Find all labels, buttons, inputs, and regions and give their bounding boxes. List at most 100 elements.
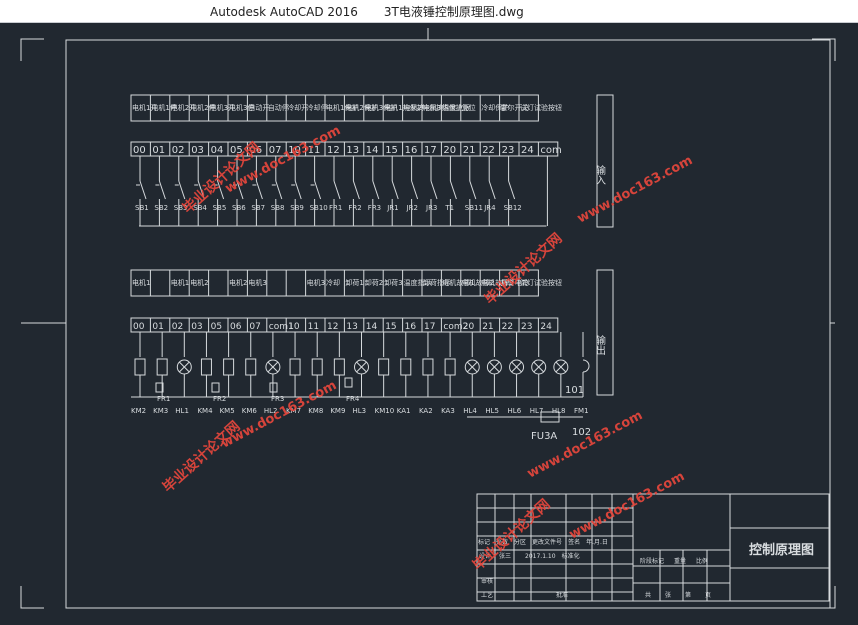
output-terminal: 11 — [308, 322, 319, 332]
input-side-label: 输入 — [594, 164, 606, 185]
output-header-cell: 电机2 — [229, 278, 247, 287]
input-contact — [391, 180, 399, 200]
coil-symbol — [422, 358, 434, 376]
input-side-box — [596, 94, 614, 228]
wire-102-label: 102 — [572, 427, 591, 438]
watermark-cn-4: 毕业设计论文网 — [469, 496, 553, 574]
output-header-cell: 电机1 — [132, 278, 150, 287]
output-device-label: KM6 — [242, 407, 258, 415]
coil-symbol — [400, 358, 412, 376]
output-terminal: 02 — [172, 322, 183, 332]
output-device-label: HL4 — [463, 407, 477, 415]
output-terminal: 12 — [327, 322, 338, 332]
input-contact — [158, 180, 166, 200]
output-header-cell: 卸荷3 — [384, 278, 402, 287]
input-terminal: 12 — [327, 145, 340, 156]
input-contact — [469, 180, 477, 200]
output-device-label: KM10 — [375, 407, 395, 415]
output-terminal: 24 — [540, 322, 552, 332]
input-terminal: 05 — [230, 145, 243, 156]
input-contact — [275, 180, 283, 200]
input-header-cell: 电机3开 — [210, 103, 235, 112]
output-device-label: KA2 — [419, 407, 433, 415]
thermal-relay-contact — [344, 377, 353, 388]
input-terminal: 24 — [521, 145, 534, 156]
coil-symbol — [333, 358, 345, 376]
output-terminal: 07 — [249, 322, 260, 332]
input-header-cell: 温度上限 — [442, 103, 470, 112]
input-terminal: 20 — [443, 145, 456, 156]
output-header-cell: 电机3 — [307, 278, 325, 287]
input-device-label: JR1 — [386, 204, 398, 212]
output-header-cell: 卸荷2 — [365, 278, 383, 287]
output-device-label: KA1 — [397, 407, 411, 415]
coil-symbol — [156, 358, 168, 376]
output-terminal: com1 — [269, 322, 294, 332]
drawing-title: 控制原理图 — [749, 542, 814, 558]
input-terminal: 13 — [346, 145, 359, 156]
input-header-cell: 冷却停 — [307, 103, 328, 112]
input-header-cell: 冷却保护 — [481, 103, 509, 112]
output-header-cell: 电机故障3 — [481, 278, 513, 287]
input-header-cell: 试灯试验按钮 — [520, 103, 562, 112]
input-terminal: 17 — [424, 145, 437, 156]
input-contact — [411, 180, 419, 200]
input-header-cell: 冷却开 — [287, 103, 308, 112]
input-header-cell: 电机1开 — [132, 103, 157, 112]
input-contact — [217, 180, 225, 200]
output-header-cell: 电机2 — [190, 278, 208, 287]
output-terminal: 22 — [502, 322, 513, 332]
output-terminal: 03 — [191, 322, 202, 332]
output-device-label: KM5 — [220, 407, 235, 415]
input-contact — [197, 180, 205, 200]
input-device-label: FR3 — [368, 204, 381, 212]
input-device-label: T1 — [444, 204, 454, 212]
thermal-relay-label: FR4 — [346, 395, 360, 403]
output-terminal: 14 — [366, 322, 378, 332]
input-terminal: 01 — [152, 145, 165, 156]
input-device-label: SB10 — [310, 204, 328, 212]
input-device-label: SB2 — [154, 204, 168, 212]
tb-audit: 审核 — [481, 577, 493, 585]
output-header-cell: 卸荷1 — [345, 278, 363, 287]
watermark-cn-3: 毕业设计论文网 — [159, 418, 243, 496]
coil-symbol — [134, 358, 146, 376]
input-terminal: 15 — [385, 145, 398, 156]
input-device-label: FR1 — [329, 204, 342, 212]
drawing-canvas[interactable]: 电机1开电机1停电机2开电机2停电机3开电机3停自动开自动停冷却开冷却停电机1保… — [0, 23, 858, 621]
thermal-relay-label: FR2 — [213, 395, 226, 403]
coil-symbol — [311, 358, 323, 376]
output-terminal: 20 — [463, 322, 475, 332]
input-terminal: 16 — [405, 145, 418, 156]
coil-symbol — [289, 358, 301, 376]
output-header-cell: 试灯试验按钮 — [520, 278, 562, 287]
input-device-label: SB5 — [213, 204, 227, 212]
input-contact — [508, 180, 516, 200]
input-device-label: SB4 — [193, 204, 207, 212]
tb-approve: 批准 — [556, 591, 568, 599]
output-terminal: 23 — [521, 322, 532, 332]
output-terminal: 13 — [346, 322, 357, 332]
input-device-label: SB1 — [135, 204, 149, 212]
input-header-cell: 电机1保护 — [326, 103, 358, 112]
input-device-label: SB11 — [465, 204, 483, 212]
input-section: 电机1开电机1停电机2开电机2停电机3开电机3停自动开自动停冷却开冷却停电机1保… — [130, 94, 614, 228]
input-header-cell: 电机3停 — [229, 103, 254, 112]
output-device-label: KM8 — [308, 407, 323, 415]
coil-symbol — [245, 358, 257, 376]
sheet-frame — [20, 28, 836, 609]
input-terminal: 03 — [191, 145, 204, 156]
input-contact — [352, 180, 360, 200]
input-header-cell: 电机1热保护 — [384, 103, 423, 112]
output-terminal: 21 — [482, 322, 493, 332]
output-terminal: 15 — [385, 322, 396, 332]
input-terminal: 14 — [366, 145, 379, 156]
output-terminal: 05 — [211, 322, 222, 332]
input-terminal: 11 — [308, 145, 321, 156]
tb-process: 工艺 — [481, 591, 493, 599]
